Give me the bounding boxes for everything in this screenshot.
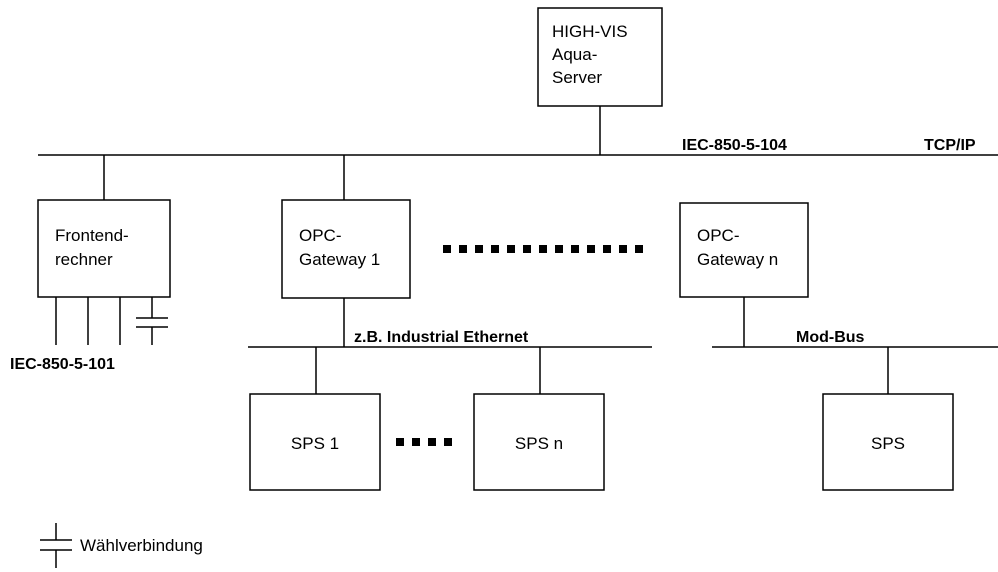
legend-label: Wählverbindung [80, 536, 203, 555]
sps-label: SPS [871, 434, 905, 453]
server-label-line3: Server [552, 68, 602, 87]
gateway1-node: OPC- Gateway 1 [281, 199, 411, 299]
gatewayN-label-line1: OPC- [697, 226, 740, 245]
legend-dialup-symbol [40, 523, 72, 568]
frontend-node: Frontend- rechner [37, 199, 171, 298]
backbone-transport-label: TCP/IP [924, 137, 976, 154]
spsN-label: SPS n [515, 434, 563, 453]
gateway1-label-line1: OPC- [299, 226, 342, 245]
frontend-label-line2: rechner [55, 250, 113, 269]
server-node: HIGH-VIS Aqua- Server [537, 7, 663, 107]
frontend-protocol-label: IEC-850-5-101 [10, 356, 115, 373]
backbone-protocol-label: IEC-850-5-104 [682, 137, 787, 154]
gateway1-label-line2: Gateway 1 [299, 250, 380, 269]
sps1-node: SPS 1 [249, 393, 381, 491]
gatewayN-label-line2: Gateway n [697, 250, 778, 269]
frontend-label-line1: Frontend- [55, 226, 129, 245]
bus-right-label: Mod-Bus [796, 329, 865, 346]
sps1-label: SPS 1 [291, 434, 339, 453]
gateway-ellipsis [443, 245, 643, 253]
frontend-dialup-symbol [136, 297, 168, 345]
sps-node: SPS [822, 393, 954, 491]
sps-ellipsis [396, 438, 452, 446]
bus-left-label: z.B. Industrial Ethernet [354, 329, 529, 346]
spsN-node: SPS n [473, 393, 605, 491]
gatewayN-node: OPC- Gateway n [679, 202, 809, 298]
server-label-line1: HIGH-VIS [552, 22, 628, 41]
server-label-line2: Aqua- [552, 45, 597, 64]
